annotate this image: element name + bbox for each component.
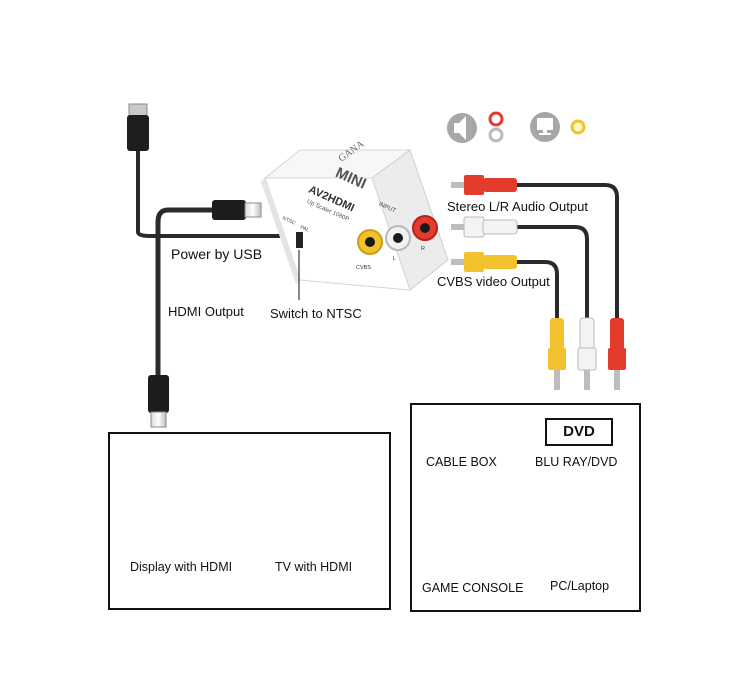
cvbs-output-label: CVBS video Output (437, 274, 550, 289)
audio-jack-pair-icon (488, 111, 504, 143)
yellow-plug-top (451, 252, 517, 272)
converter-box (261, 149, 449, 291)
switch-label: Switch to NTSC (270, 306, 362, 321)
pc-label: PC/Laptop (550, 579, 610, 593)
rca-jack-cvbs (357, 229, 383, 255)
bluray-label: BLU RAY/DVD (535, 455, 618, 469)
tv-label: TV with HDMI (275, 560, 353, 574)
video-jack-icon (570, 119, 586, 135)
source-devices-box (410, 403, 641, 612)
speaker-icon (447, 113, 477, 143)
stereo-output-label: Stereo L/R Audio Output (447, 199, 588, 214)
usb-cable (127, 103, 290, 238)
jack-label-right: R (421, 246, 425, 252)
rca-jack-left (385, 225, 411, 251)
jack-label-cvbs: CVBS (356, 265, 371, 271)
white-plug-bottom (577, 317, 597, 390)
red-plug-top (451, 175, 517, 195)
yellow-plug-bottom (548, 318, 566, 390)
red-plug-bottom (608, 318, 626, 390)
hdmi-cable (148, 200, 262, 428)
white-plug-top (451, 216, 518, 238)
power-label: Power by USB (171, 246, 263, 262)
rca-cables (451, 175, 626, 390)
output-displays-box (108, 432, 391, 610)
hdmi-output-label: HDMI Output (168, 304, 244, 319)
dvd-badge: DVD (545, 418, 613, 446)
cable-box-label: CABLE BOX (426, 455, 497, 469)
display-label: Display with HDMI (130, 560, 233, 574)
rca-jack-right (412, 215, 438, 241)
monitor-icon (530, 112, 560, 142)
game-console-label: GAME CONSOLE (422, 581, 524, 595)
jack-label-left: L (393, 256, 397, 262)
